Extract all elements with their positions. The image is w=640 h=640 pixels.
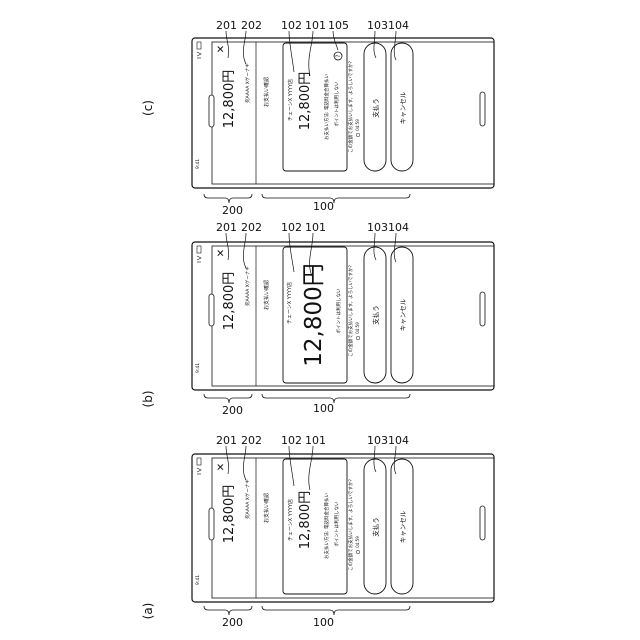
- home-bar: [209, 294, 214, 326]
- payment-method: お支払い方法: 電話料金合算払い: [323, 493, 330, 559]
- status-time: 9:41: [195, 575, 201, 585]
- close-icon[interactable]: ✕: [216, 463, 227, 471]
- pay-button-label: 支払う: [371, 517, 380, 537]
- card-amount: 12,800円: [298, 491, 313, 550]
- callout-104: 104: [388, 19, 409, 32]
- brackets: [204, 194, 410, 203]
- panel-c: (c) 9:41 ✕ 12,800円 宛AAAA Xゲーナギ お支払い確認 チェ…: [141, 19, 494, 217]
- home-bar: [209, 508, 214, 540]
- callout-103: 103: [367, 221, 388, 234]
- callout-102: 102: [281, 19, 302, 32]
- header-amount: 12,800円: [222, 70, 237, 129]
- payment-method: お支払い方法: 電話料金合算払い: [323, 74, 330, 140]
- callout-202: 202: [241, 19, 262, 32]
- callout-101: 101: [305, 434, 326, 447]
- bracket-200: 200: [222, 616, 243, 629]
- callout-201: 201: [216, 19, 237, 32]
- section-title: お支払い確認: [263, 77, 270, 107]
- status-time: 9:41: [195, 363, 201, 373]
- callout-202: 202: [241, 434, 262, 447]
- callout-105: 105: [328, 19, 349, 32]
- brackets: [204, 394, 410, 403]
- side-button: [480, 506, 485, 540]
- brackets: [204, 606, 410, 615]
- callout-101: 101: [305, 19, 326, 32]
- close-icon[interactable]: ✕: [216, 45, 227, 53]
- svg-text:?: ?: [335, 54, 342, 57]
- side-button: [480, 92, 485, 126]
- bracket-100: 100: [313, 402, 334, 415]
- header-merchant: 宛AAAA Xゲーナギ: [244, 266, 251, 306]
- confirm-message: この金額でお支払いします。よろしいですか?: [347, 478, 354, 570]
- callout-103: 103: [367, 434, 388, 447]
- svg-text:04:59: 04:59: [355, 322, 360, 334]
- panel-b: (b) 9:41 ✕ 12,800円 宛AAAA Xゲーナギ お支払い確認 チェ…: [141, 221, 494, 417]
- callout-202: 202: [241, 221, 262, 234]
- bracket-100: 100: [313, 616, 334, 629]
- callout-201: 201: [216, 221, 237, 234]
- bracket-200: 200: [222, 404, 243, 417]
- callout-101: 101: [305, 221, 326, 234]
- callout-104: 104: [388, 434, 409, 447]
- bracket-200: 200: [222, 204, 243, 217]
- panel-label: (b): [141, 391, 155, 408]
- close-icon[interactable]: ✕: [216, 249, 227, 257]
- callout-102: 102: [281, 434, 302, 447]
- section-title: お支払い確認: [263, 493, 270, 523]
- home-bar: [209, 95, 214, 127]
- cancel-button-label: キャンセル: [399, 91, 407, 124]
- header-amount: 12,800円: [222, 485, 237, 544]
- confirm-message: この金額でお支払いします。よろしいですか?: [347, 60, 354, 152]
- points-line: ポイントは利用しない: [335, 288, 342, 333]
- pay-button-label: 支払う: [371, 305, 380, 325]
- callout-201: 201: [216, 434, 237, 447]
- header-amount: 12,800円: [222, 272, 237, 331]
- panel-label: (c): [141, 100, 155, 116]
- panel-label: (a): [141, 603, 155, 620]
- help-icon[interactable]: ?: [334, 52, 342, 60]
- bracket-100: 100: [313, 200, 334, 213]
- confirm-message: この金額でお支払いします。よろしいですか?: [347, 264, 354, 356]
- header-merchant: 宛AAAA Xゲーナギ: [244, 479, 251, 519]
- callout-102: 102: [281, 221, 302, 234]
- card-amount: 12,800円: [298, 72, 313, 131]
- status-time: 9:41: [195, 159, 201, 169]
- callout-103: 103: [367, 19, 388, 32]
- points-line: ポイントは利用しない: [333, 81, 340, 126]
- svg-text:04:59: 04:59: [355, 536, 360, 548]
- header-merchant: 宛AAAA Xゲーナギ: [244, 63, 251, 103]
- callout-104: 104: [388, 221, 409, 234]
- panel-a: (a) 9:41 ✕ 12,800円 宛AAAA Xゲーナギ お支払い確認 チェ…: [141, 434, 494, 629]
- cancel-button-label: キャンセル: [399, 298, 407, 331]
- side-button: [480, 292, 485, 326]
- points-line: ポイントは利用しない: [333, 501, 340, 546]
- section-title: お支払い確認: [263, 280, 270, 310]
- pay-button-label: 支払う: [371, 98, 380, 118]
- store-name: チェーンX YYYY店: [286, 282, 293, 324]
- svg-text:04:59: 04:59: [355, 119, 360, 131]
- store-name: チェーンX YYYY店: [287, 499, 294, 541]
- cancel-button-label: キャンセル: [399, 510, 407, 543]
- card-amount-large: 12,800円: [301, 263, 327, 366]
- store-name: チェーンX YYYY店: [287, 79, 294, 121]
